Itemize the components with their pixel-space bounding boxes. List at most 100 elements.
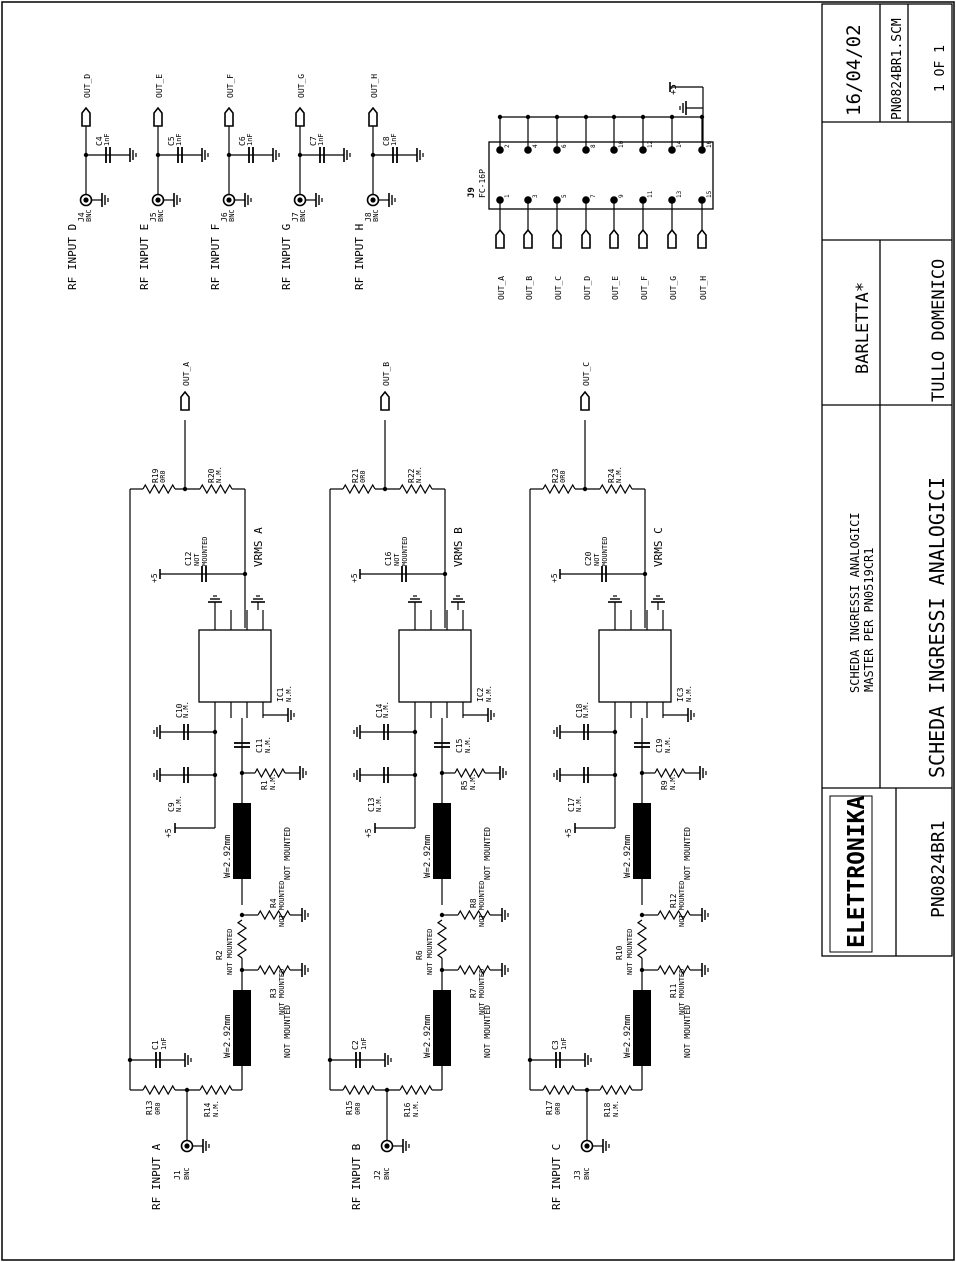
aux-cap-value: 1nF (246, 133, 254, 146)
r-sh1-value: NOT MOUNTED (478, 969, 486, 1015)
resistor-r-in-b (599, 1084, 633, 1096)
j9-net-port (638, 228, 648, 249)
r-tap-ref: R9 (660, 780, 669, 790)
bnc-center (384, 1143, 390, 1149)
aux-cap-value: 1nF (317, 133, 325, 146)
r-sh2-ref: R8 (469, 898, 478, 908)
bnc-connector-icon (222, 193, 236, 207)
ground-symbol (173, 193, 181, 207)
aux-input-label: RF INPUT G (280, 224, 293, 290)
capacitor-c-in (355, 1052, 361, 1068)
j9-net-port (609, 228, 619, 249)
j9-pin-even (553, 146, 561, 154)
resistor-r-sh2 (657, 909, 691, 921)
bnc-connector-icon (151, 193, 165, 207)
strip-label: W=2.92mm (623, 835, 633, 878)
ground-symbol (299, 766, 307, 780)
ground-symbol (451, 595, 465, 603)
resistor-r-in-a (542, 1084, 576, 1096)
aux-capacitor (105, 147, 111, 163)
r-sh2-value: NOT MOUNTED (478, 881, 486, 927)
j9-odd-pin-number: 15 (706, 190, 713, 198)
ground-symbol (301, 908, 309, 922)
tb-location: BARLETTA* (853, 282, 873, 374)
strip-label: W=2.92mm (423, 1015, 433, 1058)
aux-input-label: RF INPUT F (209, 224, 222, 290)
r-tap-ref: R1 (260, 780, 269, 790)
junction-dot (554, 114, 560, 120)
bnc-ring (151, 193, 165, 207)
resistor-r-in-a (342, 1084, 376, 1096)
r-fb1-ref: R19 (151, 468, 160, 483)
capacitor-c-a (383, 767, 389, 783)
r-fb2-value: N.M. (615, 466, 623, 483)
j9-odd-pin-number: 7 (590, 194, 597, 198)
r-sh1-value: NOT MOUNTED (678, 969, 686, 1015)
c-b-ref: C10 (175, 703, 184, 718)
bnc-center (83, 197, 89, 203)
resistor-r-tap (254, 767, 286, 779)
tb-subtitle2: MASTER PER PN0519CR1 (862, 548, 876, 693)
j9-even-pin-number: 4 (532, 144, 539, 148)
bnc-connector-icon (180, 1139, 194, 1153)
resistor-r-fb1 (542, 483, 576, 495)
j9-net-port (552, 228, 562, 249)
bnc-ring (366, 193, 380, 207)
bnc-center (297, 197, 303, 203)
out-net-label: OUT_C (582, 362, 591, 386)
ground-symbol (101, 193, 109, 207)
j9-ref: J9 (467, 187, 477, 198)
tb-author: TULLO DOMENICO (929, 259, 949, 402)
j9-even-pin-number: 14 (676, 140, 683, 148)
capacitor-c-b (383, 724, 389, 740)
supply-label: +5 (564, 828, 573, 838)
junction-dot (699, 114, 705, 120)
bnc-ring (380, 1139, 394, 1153)
r-sh1-ref: R3 (269, 988, 278, 998)
r-tap-value: N.M. (669, 773, 677, 790)
ground-symbol (679, 101, 687, 115)
resistor-r-fb1 (342, 483, 376, 495)
strip-label: W=2.92mm (223, 1015, 233, 1058)
r-tap-ref: R5 (460, 780, 469, 790)
c-in-value: 1nF (160, 1037, 168, 1050)
r-in-a-value: 0R0 (154, 1102, 162, 1115)
ic-ref: IC3 (676, 687, 685, 702)
ground-symbol (353, 768, 361, 782)
ground-symbol (687, 708, 695, 722)
strip-label: W=2.92mm (623, 1015, 633, 1058)
c-out-value-2: MOUNTED (201, 536, 209, 566)
bnc-ring (180, 1139, 194, 1153)
strip-nm-label: NOT MOUNTED (283, 827, 292, 880)
j9-net-label: OUT_G (669, 276, 678, 300)
bnc-connector-icon (79, 193, 93, 207)
r-fb1-ref: R23 (551, 468, 560, 483)
aux-jack-type: BNC (299, 209, 307, 222)
net-port-out_d (81, 106, 91, 127)
resistor-r-in-b (199, 1084, 233, 1096)
capacitor-c-cpl (634, 742, 650, 748)
j9-even-pin-number: 12 (647, 140, 654, 148)
c-in-value: 1nF (560, 1037, 568, 1050)
r-in-b-value: N.M. (612, 1100, 620, 1117)
vrms-label: VRMS B (452, 527, 465, 567)
logo-text: ELETTRONIKA (844, 796, 870, 948)
aux-jack-type: BNC (228, 209, 236, 222)
c-out-ref: C20 (584, 551, 593, 566)
out-net-label: OUT_A (182, 362, 191, 386)
aux-cap-ref: C7 (309, 136, 318, 146)
ground-symbol (184, 1053, 192, 1067)
resistor-r-series (236, 919, 248, 959)
aux-jack-ref: J7 (291, 212, 300, 222)
c-cpl-value: N.M. (264, 736, 272, 753)
c-a-value: N.M. (375, 795, 383, 812)
r-sh1-ref: R11 (669, 983, 678, 998)
ground-symbol (315, 193, 323, 207)
supply-label: +5 (150, 573, 159, 583)
aux-jack-type: BNC (85, 209, 93, 222)
